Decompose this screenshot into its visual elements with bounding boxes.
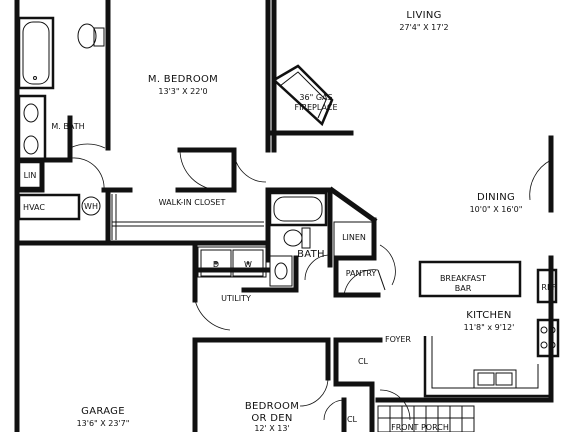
- dryer-label: D: [213, 260, 219, 269]
- fireplace-unit: [271, 64, 334, 127]
- closet-shelving: [111, 194, 264, 240]
- bedroom-den-label-1: BEDROOM: [245, 401, 299, 412]
- door-swings: [71, 149, 552, 421]
- walls: [14, 0, 554, 432]
- hvac-label: HVAC: [23, 203, 45, 212]
- fireplace-label-1: 36" GAS: [299, 93, 332, 102]
- water-heater-label: WH: [84, 202, 98, 211]
- kitchen-label: KITCHEN: [466, 310, 511, 321]
- fireplace-label-2: FIREPLACE: [294, 103, 337, 112]
- bath-fixtures: [268, 191, 386, 296]
- utility-fixtures: [194, 232, 271, 331]
- master-bath-fixtures: [17, 16, 106, 190]
- master-bedroom-dims: 13'3" X 22'0: [158, 87, 207, 96]
- hvac-box: [17, 193, 101, 221]
- linen-label: LINEN: [342, 233, 366, 242]
- bedroom-den-label-2: OR DEN: [251, 413, 292, 424]
- dining-dims: 10'0" X 16'0": [470, 205, 523, 214]
- master-bath-label: M. BATH: [51, 122, 84, 131]
- room-labels: LIVING 27'4" X 17'2 M. BEDROOM 13'3" X 2…: [23, 10, 557, 432]
- front-porch-label: FRONT PORCH: [391, 423, 449, 432]
- kitchen-dims: 11'8" x 9'12': [464, 323, 515, 332]
- refrigerator-label: REF: [541, 283, 557, 292]
- dining-label: DINING: [477, 192, 515, 203]
- closet-2-label: CL: [347, 415, 358, 424]
- breakfast-bar-label-2: BAR: [455, 284, 472, 293]
- linen-master-label: LIN: [24, 171, 37, 180]
- front-porch: [377, 405, 475, 432]
- bedroom-den-dims: 12' X 13': [254, 424, 289, 432]
- pantry-label: PANTRY: [346, 269, 377, 278]
- living-label: LIVING: [406, 10, 441, 21]
- master-bedroom-label: M. BEDROOM: [148, 74, 218, 85]
- washer-label: W: [244, 260, 252, 269]
- breakfast-bar-label-1: BREAKFAST: [440, 274, 486, 283]
- foyer-label: FOYER: [385, 335, 411, 344]
- walk-in-closet-label: WALK-IN CLOSET: [159, 198, 226, 207]
- closet-1-label: CL: [358, 357, 369, 366]
- garage-dims: 13'6" X 23'7": [77, 419, 130, 428]
- kitchen-fixtures: [418, 260, 560, 398]
- bath-label: BATH: [297, 249, 325, 260]
- garage-label: GARAGE: [81, 406, 125, 417]
- living-dims: 27'4" X 17'2: [399, 23, 448, 32]
- utility-label: UTILITY: [221, 294, 251, 303]
